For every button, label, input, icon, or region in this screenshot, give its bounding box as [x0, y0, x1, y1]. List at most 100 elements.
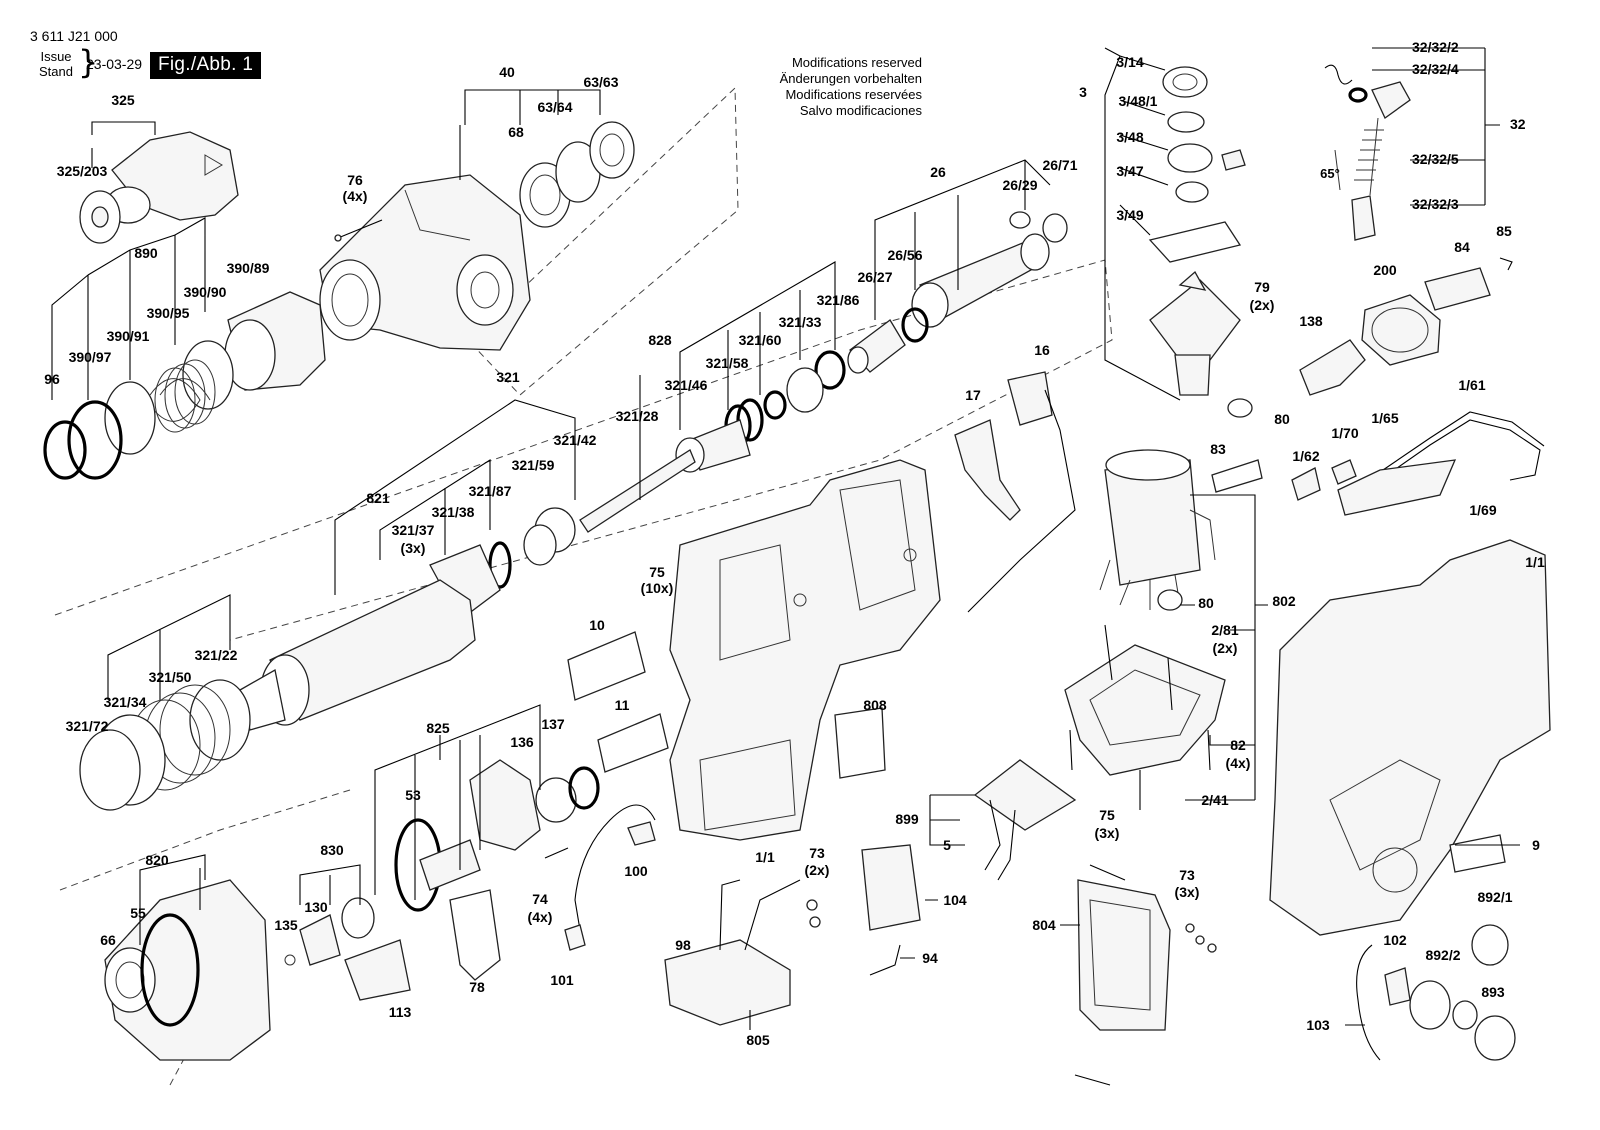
label-2-41: 2/41 — [1201, 792, 1228, 808]
label-890: 890 — [134, 245, 158, 261]
leader-lines — [51, 47, 1520, 1030]
label-808: 808 — [863, 697, 887, 713]
modifications-en: Modifications reserved — [791, 55, 922, 70]
parts-830-clutch — [284, 889, 501, 1001]
label-321-86: 321/86 — [817, 292, 860, 308]
label-2-81: 2/81 — [1211, 622, 1238, 638]
label-1-69: 1/69 — [1469, 502, 1496, 518]
label-26-71: 26/71 — [1042, 157, 1077, 173]
label-892-2: 892/2 — [1425, 947, 1460, 963]
parts-98-805-switch — [664, 879, 821, 1026]
label-390-90: 390/90 — [184, 284, 227, 300]
label-104: 104 — [943, 892, 967, 908]
parts-100-101-wiring — [564, 804, 656, 951]
label-828: 828 — [648, 332, 672, 348]
label-390-89: 390/89 — [227, 260, 270, 276]
label-130: 130 — [304, 899, 328, 915]
label-94: 94 — [922, 950, 938, 966]
label-103: 103 — [1306, 1017, 1330, 1033]
label-32-32-5: 32/32/5 — [1412, 151, 1459, 167]
label-73-a-qty: (2x) — [805, 862, 830, 878]
label-85: 85 — [1496, 223, 1512, 239]
label-805: 805 — [746, 1032, 770, 1048]
parts-84-85-200-138 — [1299, 257, 1513, 396]
label-3-14: 3/14 — [1116, 54, 1143, 70]
modifications-es: Salvo modificaciones — [799, 103, 922, 118]
label-101: 101 — [550, 972, 574, 988]
label-63-64: 63/64 — [537, 99, 572, 115]
label-80-lower: 80 — [1198, 595, 1214, 611]
label-3-47: 3/47 — [1116, 163, 1143, 179]
part-325-chuck — [79, 131, 239, 244]
label-75-a-qty: (10x) — [641, 580, 674, 596]
label-66: 66 — [100, 932, 116, 948]
label-1-1-outer: 1/1 — [1525, 554, 1545, 570]
label-32-32-2: 32/32/2 — [1412, 39, 1459, 55]
label-321-37-qty: (3x) — [401, 540, 426, 556]
label-825: 825 — [426, 720, 450, 736]
label-3: 3 — [1079, 84, 1087, 100]
label-325: 325 — [111, 92, 135, 108]
label-75-b-qty: (3x) — [1095, 825, 1120, 841]
label-200: 200 — [1373, 262, 1397, 278]
modifications-de: Änderungen vorbehalten — [779, 71, 922, 86]
label-80-upper: 80 — [1274, 411, 1290, 427]
label-804: 804 — [1032, 917, 1056, 933]
label-74-qty: (4x) — [528, 909, 553, 925]
label-390-95: 390/95 — [147, 305, 190, 321]
label-321-28: 321/28 — [616, 408, 659, 424]
label-100: 100 — [624, 863, 648, 879]
label-53: 53 — [405, 787, 421, 803]
label-32: 32 — [1510, 116, 1526, 132]
label-73-b-qty: (3x) — [1175, 884, 1200, 900]
label-138: 138 — [1299, 313, 1323, 329]
part-17-16-cable — [954, 371, 1076, 613]
part-821-guide-tube — [79, 579, 476, 811]
label-73-b: 73 — [1179, 867, 1195, 883]
label-321-59: 321/59 — [512, 457, 555, 473]
stand-label: Stand — [39, 64, 73, 79]
label-135: 135 — [274, 917, 298, 933]
part-1-1-motor-housing — [669, 459, 941, 841]
label-76: 76 — [347, 172, 363, 188]
label-78: 78 — [469, 979, 485, 995]
label-321-87: 321/87 — [469, 483, 512, 499]
parts-32-brush — [1324, 64, 1411, 241]
label-98: 98 — [675, 937, 691, 953]
label-26-29: 26/29 — [1002, 177, 1037, 193]
label-321-37: 321/37 — [392, 522, 435, 538]
label-32-32-4: 32/32/4 — [1412, 61, 1459, 77]
label-17: 17 — [965, 387, 981, 403]
label-63-63: 63/63 — [583, 74, 618, 90]
part-26-cylinder — [847, 211, 1068, 374]
label-32-32-3: 32/32/3 — [1412, 196, 1459, 212]
label-830: 830 — [320, 842, 344, 858]
issue-stand-label: Issue Stand — [30, 49, 82, 79]
label-76-qty: (4x) — [343, 188, 368, 204]
part-76-pin — [334, 219, 383, 242]
label-802: 802 — [1272, 593, 1296, 609]
figure-label: Fig./Abb. 1 — [150, 52, 262, 79]
label-892-1: 892/1 — [1477, 889, 1512, 905]
label-65-degrees: 65° — [1320, 166, 1340, 181]
label-1-1-center: 1/1 — [755, 849, 775, 865]
label-321-22: 321/22 — [195, 647, 238, 663]
label-plates-10-11-808 — [567, 631, 886, 779]
label-1-61: 1/61 — [1458, 377, 1485, 393]
label-9: 9 — [1532, 837, 1540, 853]
label-321-46: 321/46 — [665, 377, 708, 393]
part-820-gear-housing — [104, 879, 271, 1061]
part-802-field — [1099, 398, 1263, 611]
label-75-a: 75 — [649, 564, 665, 580]
parts-1-61-handle-bracket — [1291, 411, 1545, 516]
part-2-brush-holder — [1064, 624, 1226, 810]
label-136: 136 — [510, 734, 534, 750]
label-102: 102 — [1383, 932, 1407, 948]
parts-804-battery-adapter — [1074, 864, 1217, 1086]
label-321-42: 321/42 — [554, 432, 597, 448]
label-16: 16 — [1034, 342, 1050, 358]
parts-825-gear — [394, 759, 600, 912]
parts-892-893-102-103 — [1356, 924, 1516, 1061]
label-820: 820 — [145, 852, 169, 868]
